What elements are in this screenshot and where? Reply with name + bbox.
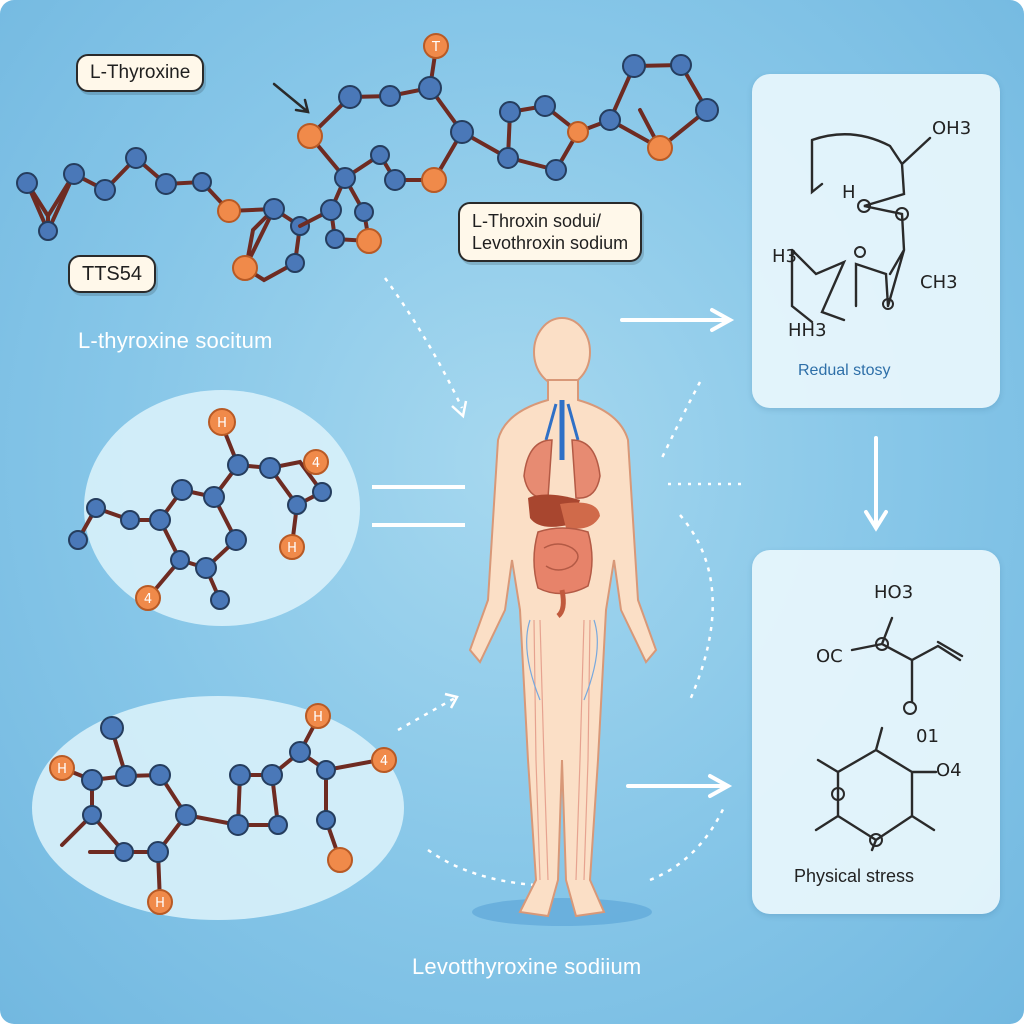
panel-top-structure <box>790 133 932 324</box>
dashed-arrow-panel <box>658 381 702 463</box>
atom-label-h-3: H <box>57 762 67 777</box>
panel-top-right: OH3 H H3 CH3 HH3 Redual stosy <box>752 74 1000 408</box>
body-vessels <box>526 619 598 881</box>
label-tts54: TTS54 <box>68 255 157 293</box>
dashed-arrow-top <box>383 277 464 409</box>
panel-bottom-caption: Physical stress <box>794 866 915 886</box>
chem-label-oh3: OH3 <box>932 118 972 139</box>
caption-l-thyroxine-socitum: L-thyroxine socitum <box>78 328 273 353</box>
body-head <box>533 317 591 387</box>
atom-label-4-2: 4 <box>312 456 320 471</box>
chem-label-h: H <box>842 182 856 203</box>
solid-arrow-down <box>864 436 888 532</box>
atom-label-4-3: 4 <box>380 754 388 769</box>
chem-label-01: 01 <box>916 726 939 747</box>
dashed-curve-bottom-right <box>649 804 727 882</box>
atom-label-t: T <box>431 40 440 55</box>
body-torso <box>468 379 658 918</box>
molecule-center: T <box>297 33 719 254</box>
body-organs <box>523 400 601 618</box>
chem-label-ch3: CH3 <box>920 272 958 293</box>
solid-arrow-top <box>620 308 735 332</box>
label-l-thyroxine: L-Thyroxine <box>76 54 205 92</box>
dashed-arrow-lower-left <box>397 696 456 732</box>
caption-levotthyroxine-sodium: Levotthyroxine sodiium <box>412 954 642 979</box>
atom-label-4-1: 4 <box>144 592 152 607</box>
atom-label-h-5: H <box>313 710 323 725</box>
intestines <box>533 527 593 595</box>
dashed-curve-bottom <box>427 848 536 887</box>
chem-label-hh3: HH3 <box>788 320 827 341</box>
chem-label-o4: O4 <box>936 760 962 781</box>
solid-arrow-bottom <box>626 774 733 798</box>
label-l-throxin-sodium: L-Throxin sodui/ Levothroxin sodium <box>458 202 643 262</box>
lung-right <box>571 439 601 499</box>
dashed-curve-right <box>679 514 714 701</box>
chem-label-oc: OC <box>816 646 843 667</box>
tag-pointer-arrow <box>272 82 310 114</box>
atom-label-h-2: H <box>287 541 297 556</box>
panel-bottom-structure <box>814 616 964 852</box>
chem-label-ho3: HO3 <box>874 582 914 603</box>
stomach <box>560 502 600 529</box>
panel-bottom-right: HO3 OC 01 O4 Physical stress <box>752 550 1000 914</box>
chem-label-h3: H3 <box>772 246 797 267</box>
molecule-left <box>16 147 310 283</box>
atom-label-h-4: H <box>155 896 165 911</box>
panel-top-caption: Redual stosy <box>798 362 891 379</box>
molecule-circle-upper <box>84 390 360 626</box>
atom-label-h-1: H <box>217 416 227 431</box>
